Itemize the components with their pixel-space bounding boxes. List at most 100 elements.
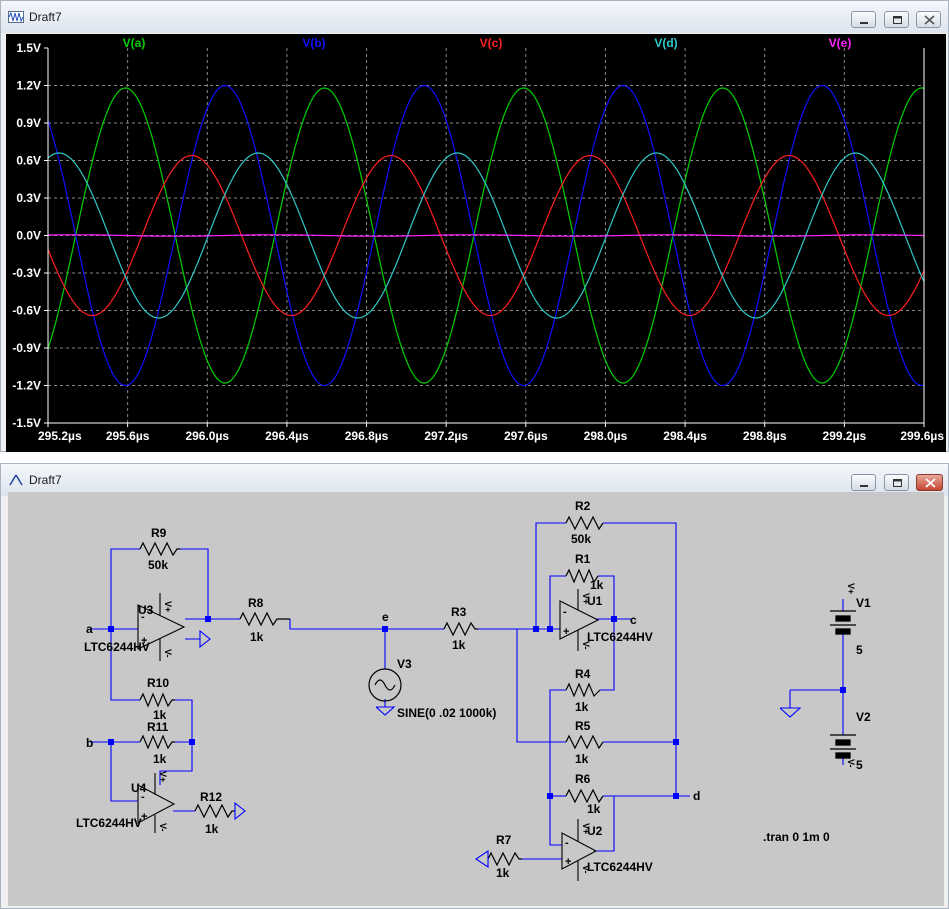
x-tick-label: 299.6µs — [900, 429, 944, 443]
u1-vplus-label: V+ — [581, 593, 591, 604]
x-tick-label: 296.0µs — [185, 429, 229, 443]
r12-label: R12 — [200, 790, 222, 804]
u3-model: LTC6244HV — [84, 640, 150, 654]
r1-label: R1 — [575, 552, 591, 566]
y-tick-label: -1.2V — [12, 379, 41, 393]
legend-entry[interactable]: V(d) — [654, 36, 677, 50]
u4-vplus-label: V+ — [158, 771, 168, 782]
trace-va[interactable] — [47, 87, 925, 384]
u1-model: LTC6244HV — [587, 630, 653, 644]
battery-symbols — [830, 610, 856, 759]
r3-value: 1k — [452, 638, 466, 652]
u1-minus-sign: - — [563, 606, 567, 618]
r10-label: R10 — [147, 676, 169, 690]
r8-label: R8 — [248, 596, 264, 610]
r8-symbol — [239, 611, 290, 627]
v3-source-symbol — [368, 668, 402, 702]
u1-vminus-label: V- — [581, 641, 591, 650]
r7-ground-symbol — [475, 849, 489, 869]
v1-vplus-label: V+ — [846, 583, 856, 594]
v1-value: 5 — [856, 643, 863, 657]
x-tick-label: 296.8µs — [345, 429, 389, 443]
schematic-canvas[interactable]: - + - + - + - + — [8, 492, 944, 906]
y-tick-label: -1.5V — [12, 416, 41, 430]
u2-minus-sign: - — [565, 837, 569, 849]
x-tick-label: 299.2µs — [823, 429, 867, 443]
u2-vminus-label: V- — [581, 865, 591, 874]
r3-label: R3 — [451, 605, 467, 619]
x-tick-label: 295.2µs — [38, 429, 82, 443]
r11-value: 1k — [153, 752, 167, 766]
u3-vplus-label: V+ — [163, 601, 173, 612]
r10-value: 1k — [153, 708, 167, 722]
opamps — [137, 589, 600, 881]
u1-plus-sign: + — [563, 626, 569, 638]
schematic-restore-button[interactable] — [884, 474, 909, 491]
y-tick-label: 1.5V — [16, 41, 41, 55]
net-label-d: d — [693, 789, 700, 803]
u2-model: LTC6244HV — [587, 860, 653, 874]
schematic-window-title: Draft7 — [29, 473, 62, 487]
r6-label: R6 — [575, 772, 591, 786]
waveform-titlebar[interactable]: Draft7 — [1, 1, 948, 33]
legend-entry[interactable]: V(b) — [302, 36, 325, 50]
y-tick-label: 0.9V — [16, 116, 41, 130]
schematic-app-icon — [9, 474, 23, 486]
trace-vd[interactable] — [47, 152, 925, 319]
r12-symbol — [194, 803, 235, 819]
schematic-titlebar[interactable]: Draft7 — [1, 464, 948, 496]
u4-model: LTC6244HV — [76, 816, 142, 830]
legend-entry[interactable]: V(c) — [480, 36, 503, 50]
waveform-window-title: Draft7 — [29, 10, 62, 24]
minimize-button[interactable] — [851, 11, 876, 28]
restore-button[interactable] — [884, 11, 909, 28]
r11-label: R11 — [147, 720, 169, 734]
y-tick-label: -0.9V — [12, 341, 41, 355]
schematic-close-button[interactable] — [916, 474, 943, 491]
battery-ground-symbol — [779, 707, 802, 718]
opamp-pin-signs: - + - + - + - + — [141, 606, 571, 868]
r7-value: 1k — [496, 866, 510, 880]
minimize-icon — [860, 485, 868, 487]
wires — [90, 522, 844, 860]
r1-symbol — [565, 568, 599, 584]
plot-legend: V(a) V(b) V(c) V(d) V(e) — [123, 36, 852, 50]
resistors — [139, 515, 604, 867]
u2-symbol — [561, 832, 598, 870]
net-label-c: c — [630, 613, 637, 627]
legend-entry[interactable]: V(a) — [123, 36, 146, 50]
r3-symbol — [443, 621, 478, 637]
r4-label: R4 — [575, 667, 591, 681]
x-tick-label: 297.6µs — [504, 429, 548, 443]
u3-vminus-label: V- — [163, 649, 173, 658]
schematic-minimize-button[interactable] — [851, 474, 876, 491]
r2-symbol — [565, 515, 604, 531]
u3-symbol — [137, 604, 186, 650]
y-tick-label: 0.0V — [16, 229, 41, 243]
y-tick-label: -0.3V — [12, 266, 41, 280]
schematic-window[interactable]: Draft7 — [0, 463, 949, 909]
r2-value: 50k — [571, 532, 591, 546]
legend-entry[interactable]: V(e) — [829, 36, 852, 50]
trace-vc[interactable] — [47, 154, 925, 317]
net-label-e: e — [382, 610, 389, 624]
close-button[interactable] — [916, 11, 941, 28]
r6-value: 1k — [587, 802, 601, 816]
u4-vminus-label: V- — [158, 823, 168, 832]
plot-traces — [47, 84, 925, 387]
u3-label: U3 — [138, 603, 154, 617]
r4-symbol — [565, 682, 601, 698]
v2-label: V2 — [856, 710, 871, 724]
r10-symbol — [139, 692, 175, 708]
u2-plus-sign: + — [565, 856, 571, 868]
trace-vb[interactable] — [47, 84, 925, 387]
v1-label: V1 — [856, 596, 871, 610]
u1-symbol — [559, 600, 600, 640]
u4-symbol — [137, 784, 176, 824]
x-tick-label: 298.4µs — [663, 429, 707, 443]
trace-ve[interactable] — [48, 234, 925, 237]
ground-symbols — [185, 629, 802, 869]
